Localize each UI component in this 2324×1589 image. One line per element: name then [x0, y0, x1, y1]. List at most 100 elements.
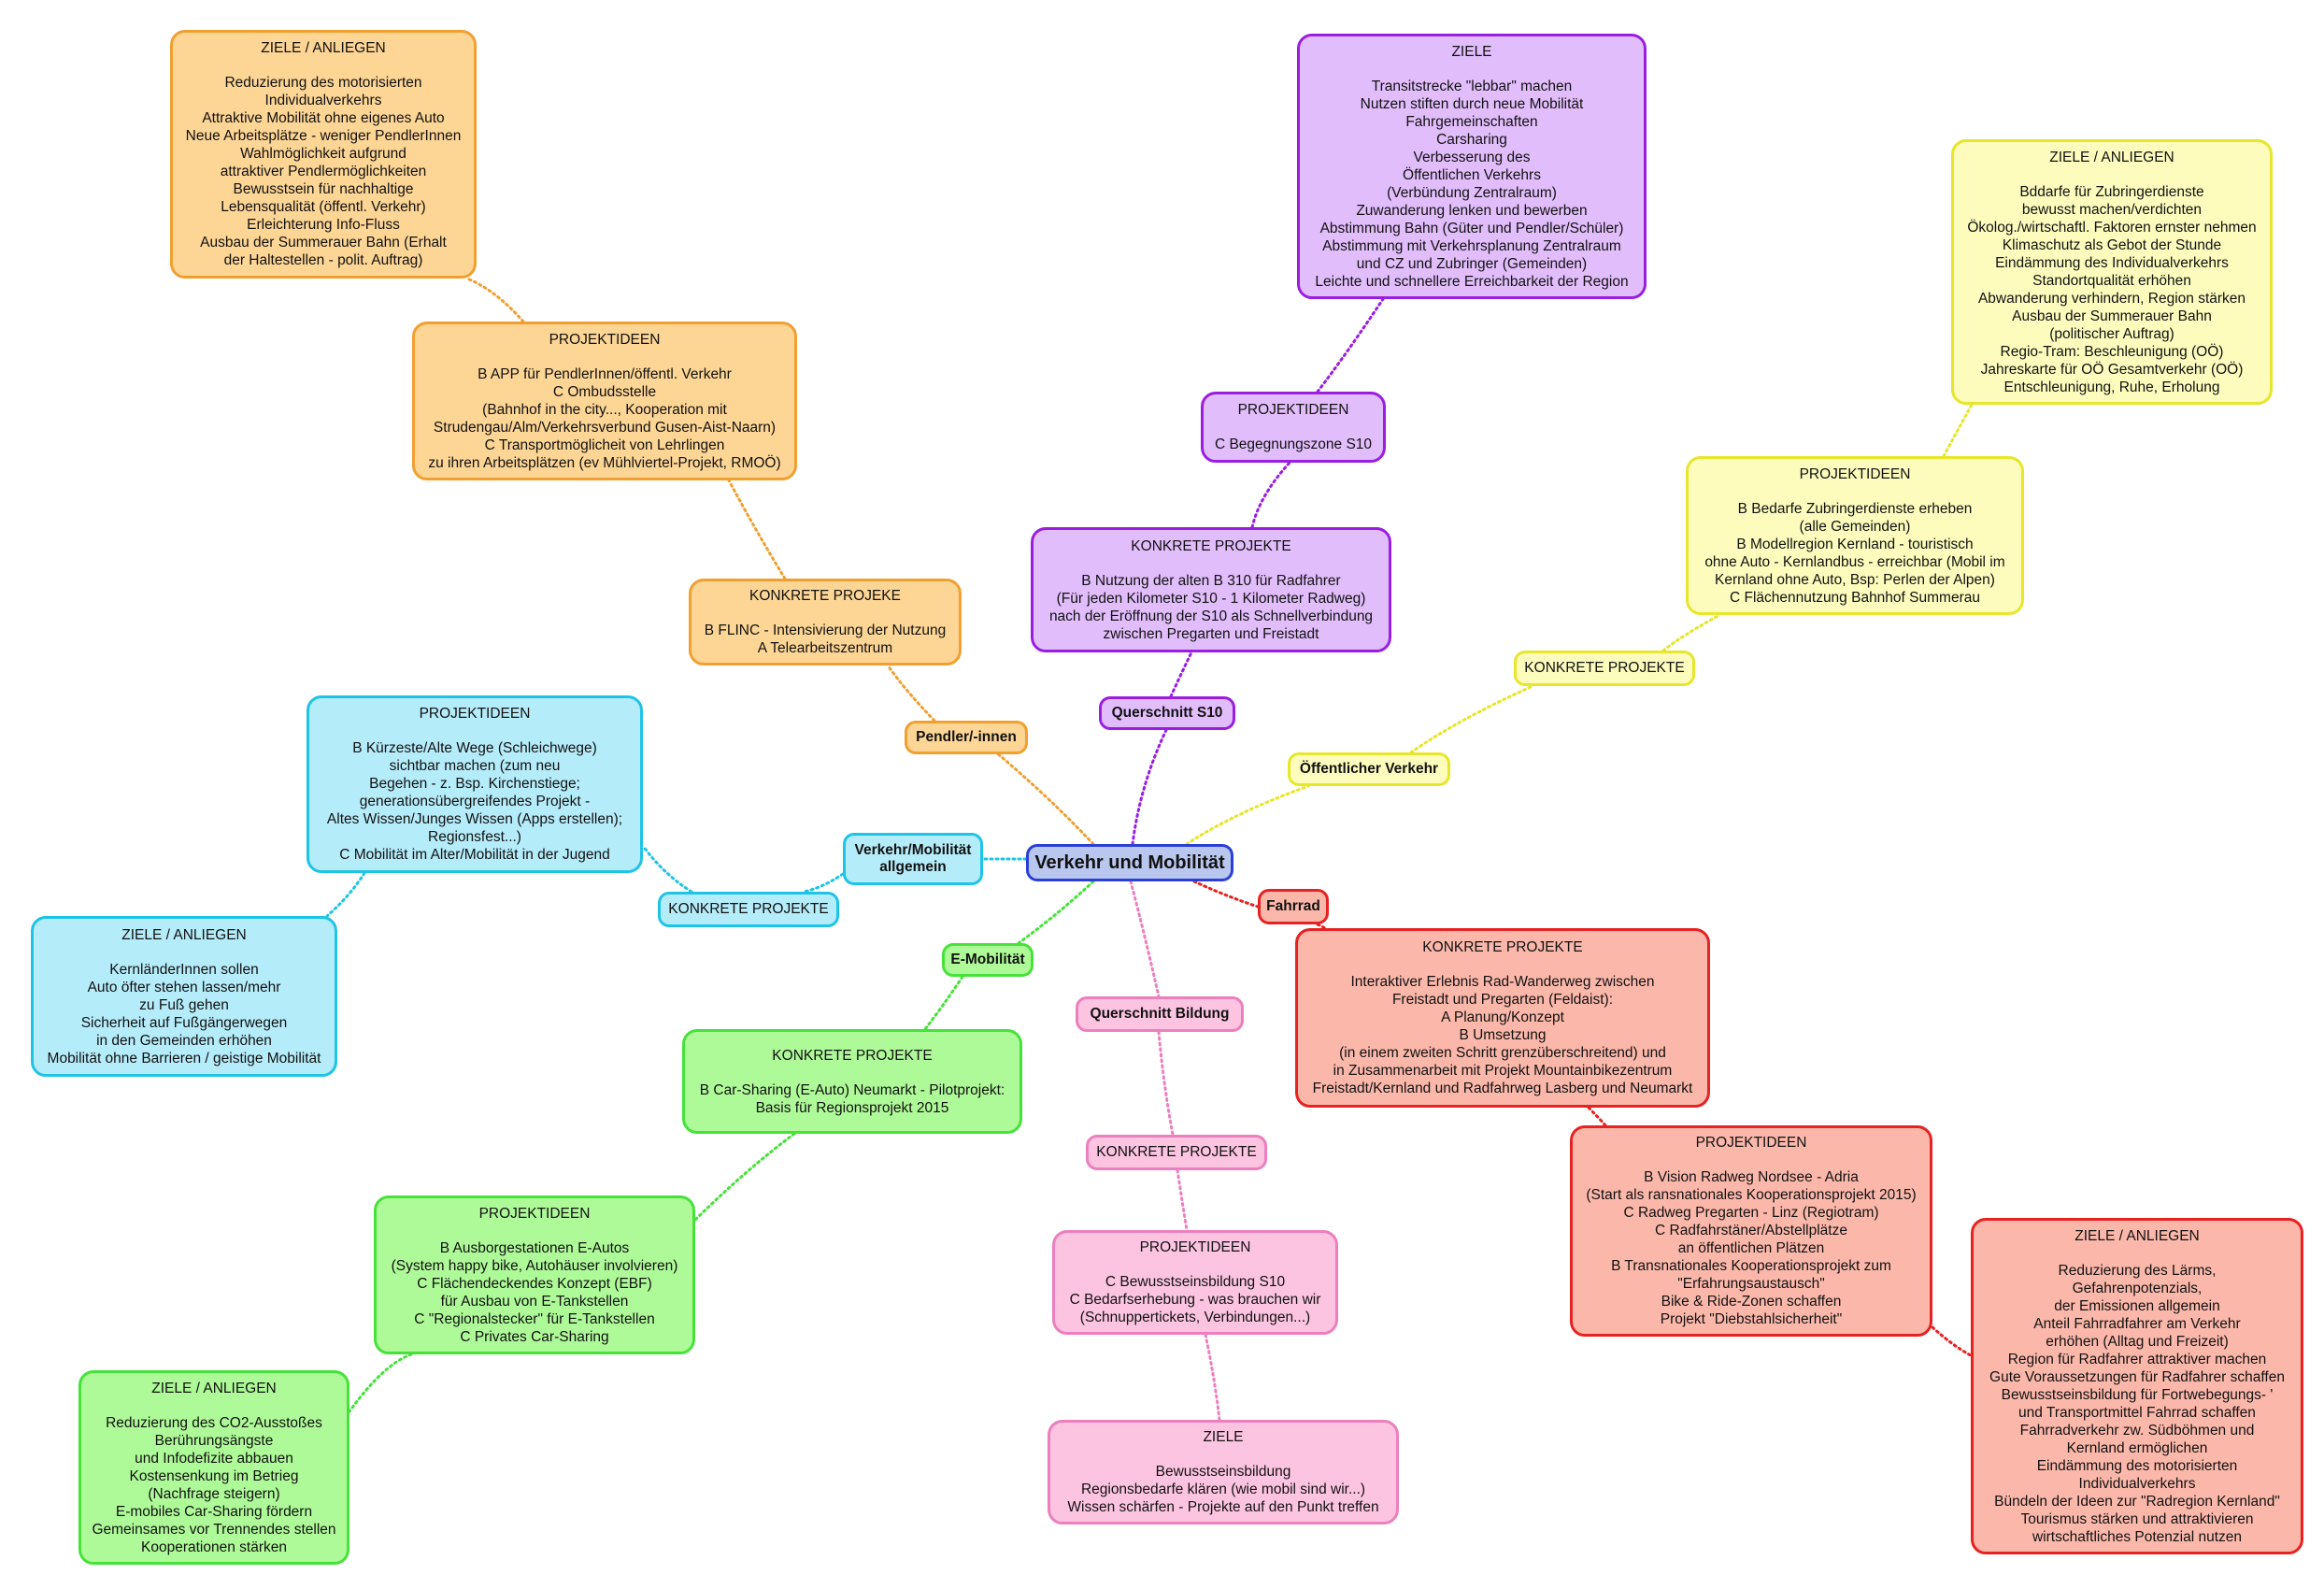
s10-konkrete-projekte[interactable]: KONKRETE PROJEKTE B Nutzung der alten B …: [1031, 527, 1391, 652]
branch-querschnitt-bildung[interactable]: Querschnitt Bildung: [1076, 996, 1244, 1032]
branch-verkehr-mobilitaet-allgemein[interactable]: Verkehr/Mobilität allgemein: [843, 833, 983, 885]
node-line: Altes Wissen/Junges Wissen (Apps erstell…: [326, 811, 623, 827]
node-lines: B Vision Radweg Nordsee - Adria (Start a…: [1586, 1168, 1916, 1328]
node-line: (Für jeden Kilometer S10 - 1 Kilometer R…: [1056, 590, 1366, 607]
connector-oev-z: [1942, 403, 1974, 458]
bildung-ziele[interactable]: ZIELE Bewusstseinsbildung Regionsbedarfe…: [1048, 1420, 1399, 1525]
node-line: Ökolog./wirtschaftl. Faktoren ernster ne…: [1967, 219, 2257, 236]
node-line: Kostensenkung im Betrieg: [129, 1467, 299, 1484]
pendler-ziele[interactable]: ZIELE / ANLIEGEN Reduzierung des motoris…: [170, 30, 477, 279]
branch-e-mobilitaet[interactable]: E-Mobilität: [942, 943, 1034, 977]
allgemein-projektideen[interactable]: PROJEKTIDEEN B Kürzeste/Alte Wege (Schle…: [307, 695, 643, 873]
node-lines: KernländerInnen sollen Auto öfter stehen…: [48, 961, 321, 1067]
node-line: Kernland ermöglichen: [2066, 1439, 2208, 1456]
node-line: Bündeln der Ideen zur "Radregion Kernlan…: [1994, 1493, 2280, 1510]
node-line: B Transnationales Kooperationsprojekt zu…: [1611, 1258, 1891, 1274]
emob-ziele[interactable]: ZIELE / ANLIEGEN Reduzierung des CO2-Aus…: [78, 1370, 349, 1565]
branch-oeffentlicher-verkehr[interactable]: Öffentlicher Verkehr: [1288, 752, 1450, 786]
connector-emob-p: [693, 1132, 796, 1222]
node-lines: B FLINC - Intensivierung der Nutzung A T…: [705, 622, 946, 657]
emob-konkrete-projekte[interactable]: KONKRETE PROJEKTE B Car-Sharing (E-Auto)…: [682, 1029, 1022, 1134]
node-line: Eindämmung des motorisierten: [2036, 1457, 2238, 1474]
connector-pendler-p: [727, 479, 787, 580]
node-lines: C Bewusstseinsbildung S10 C Bedarfserheb…: [1070, 1273, 1321, 1326]
connector-s10-p: [1250, 461, 1291, 529]
node-line: Berührungsängste: [154, 1432, 274, 1449]
node-line: der Haltestellen - polit. Auftrag): [223, 252, 423, 268]
node-line: A Planung/Konzept: [1441, 1009, 1564, 1025]
fahrrad-projektideen[interactable]: PROJEKTIDEEN B Vision Radweg Nordsee - A…: [1570, 1125, 1932, 1337]
connector-bild-k: [1157, 1030, 1175, 1137]
allgemein-ziele[interactable]: ZIELE / ANLIEGEN KernländerInnen sollen …: [31, 916, 337, 1077]
node-line: C Ombudsstelle: [552, 383, 657, 400]
bildung-konkrete-projekte[interactable]: KONKRETE PROJEKTE: [1086, 1135, 1267, 1170]
node-line: Wissen schärfen - Projekte auf den Punkt…: [1067, 1499, 1379, 1515]
node-title: KONKRETE PROJEKE: [749, 588, 901, 604]
node-line: B Kürzeste/Alte Wege (Schleichwege): [352, 740, 597, 756]
connector-rad-p: [1587, 1106, 1607, 1127]
node-title: KONKRETE PROJEKTE: [772, 1047, 933, 1064]
node-line: an öffentlichen Plätzen: [1677, 1240, 1825, 1256]
node-line: Gute Voraussetzungen für Radfahrer schaf…: [1989, 1368, 2285, 1385]
node-line: Bewusstseinsbildung für Fortwebegungs- ': [2001, 1386, 2274, 1403]
node-line: B Modellregion Kernland - touristisch: [1736, 536, 1974, 552]
node-line: C Bedarfserhebung - was brauchen wir: [1069, 1292, 1321, 1308]
branch-pendler[interactable]: Pendler/-innen: [905, 721, 1028, 754]
node-line: C Flächennutzung Bahnhof Summerau: [1730, 589, 1980, 606]
node-line: für Ausbau von E-Tankstellen: [440, 1293, 629, 1310]
center-node[interactable]: Verkehr und Mobilität: [1026, 844, 1233, 881]
node-title: PROJEKTIDEEN: [419, 706, 531, 722]
node-title: PROJEKTIDEEN: [1695, 1135, 1807, 1151]
node-line: C Radfahrstäner/Abstellplätze: [1655, 1223, 1847, 1238]
connector-rad-main: [1192, 880, 1260, 909]
node-title: ZIELE / ANLIEGEN: [261, 40, 386, 56]
node-line: bewusst machen/verdichten: [2021, 201, 2203, 218]
oev-ziele[interactable]: ZIELE / ANLIEGEN Bddarfe für Zubringerdi…: [1951, 139, 2273, 405]
allgemein-konkrete-projekte[interactable]: KONKRETE PROJEKTE: [658, 892, 839, 927]
oev-projektideen[interactable]: PROJEKTIDEEN B Bedarfe Zubringerdienste …: [1686, 456, 2024, 615]
connector-emob-z: [348, 1353, 413, 1413]
node-line: Basis für Regionsprojekt 2015: [755, 1099, 949, 1116]
node-line: (Bahnhof in the city..., Kooperation mit: [482, 401, 727, 418]
node-line: C "Regionalstecker" für E-Tankstellen: [414, 1310, 655, 1327]
fahrrad-ziele[interactable]: ZIELE / ANLIEGEN Reduzierung des Lärms, …: [1971, 1218, 2303, 1554]
node-lines: Transitstrecke "lebbar" machen Nutzen st…: [1315, 78, 1628, 291]
pendler-projektideen[interactable]: PROJEKTIDEEN B APP für PendlerInnen/öffe…: [412, 322, 797, 480]
node-line: der Emissionen allgemein: [2054, 1297, 2220, 1314]
pendler-konkrete-projekte[interactable]: KONKRETE PROJEKE B FLINC - Intensivierun…: [689, 579, 962, 666]
node-line: wirtschaftliches Potenzial nutzen: [2032, 1528, 2242, 1545]
node-title: ZIELE / ANLIEGEN: [121, 926, 247, 943]
node-title: PROJEKTIDEEN: [1139, 1239, 1251, 1255]
node-line: sichtbar machen (zum neu: [389, 758, 561, 774]
node-line: Mobilität ohne Barrieren / geistige Mobi…: [47, 1050, 321, 1066]
node-line: Bike & Ride-Zonen schaffen: [1661, 1294, 1842, 1310]
node-line: Kernland ohne Auto, Bsp: Perlen der Alpe…: [1715, 571, 1995, 588]
s10-projektideen[interactable]: PROJEKTIDEEN C Begegnungszone S10: [1201, 392, 1386, 463]
branch-querschnitt-s10[interactable]: Querschnitt S10: [1099, 696, 1235, 730]
node-line: Freistadt/Kernland und Radfahrweg Lasber…: [1312, 1081, 1693, 1096]
emob-projektideen[interactable]: PROJEKTIDEEN B Ausborgestationen E-Autos…: [374, 1195, 695, 1354]
bildung-projektideen[interactable]: PROJEKTIDEEN C Bewusstseinsbildung S10 C…: [1052, 1230, 1338, 1335]
connector-s10-z: [1316, 297, 1385, 394]
node-title: ZIELE / ANLIEGEN: [151, 1380, 277, 1396]
s10-ziele[interactable]: ZIELE Transitstrecke "lebbar" machen Nut…: [1297, 34, 1647, 299]
node-line: Reduzierung des motorisierten: [224, 75, 422, 91]
node-title: PROJEKTIDEEN: [1237, 402, 1349, 418]
connector-bild-z: [1204, 1333, 1221, 1422]
node-line: Gefahrenpotenzials,: [2072, 1280, 2203, 1296]
node-line: A Telearbeitszentrum: [757, 640, 893, 656]
node-line: Tourismus stärken und attraktivieren: [2020, 1510, 2254, 1527]
oev-konkrete-projekte[interactable]: KONKRETE PROJEKTE: [1514, 651, 1695, 686]
node-line: Fahrradverkehr zw. Südböhmen und: [2019, 1422, 2255, 1439]
fahrrad-konkrete-projekte[interactable]: KONKRETE PROJEKTE Interaktiver Erlebnis …: [1295, 928, 1710, 1108]
branch-fahrrad[interactable]: Fahrrad: [1258, 889, 1329, 924]
node-line: Leichte und schnellere Erreichbarkeit de…: [1315, 273, 1629, 290]
node-line: in Zusammenarbeit mit Projekt Mountainbi…: [1333, 1063, 1673, 1079]
connector-emob-main: [1017, 880, 1095, 945]
node-line: C Transportmöglicheit von Lehrlingen: [484, 437, 725, 453]
node-line: Bewusstsein für nachhaltige: [233, 181, 414, 197]
node-line: Gemeinsames vor Trennendes stellen: [92, 1521, 336, 1538]
node-title: ZIELE: [1203, 1429, 1244, 1445]
node-line: Bddarfe für Zubringerdienste: [2019, 183, 2204, 200]
